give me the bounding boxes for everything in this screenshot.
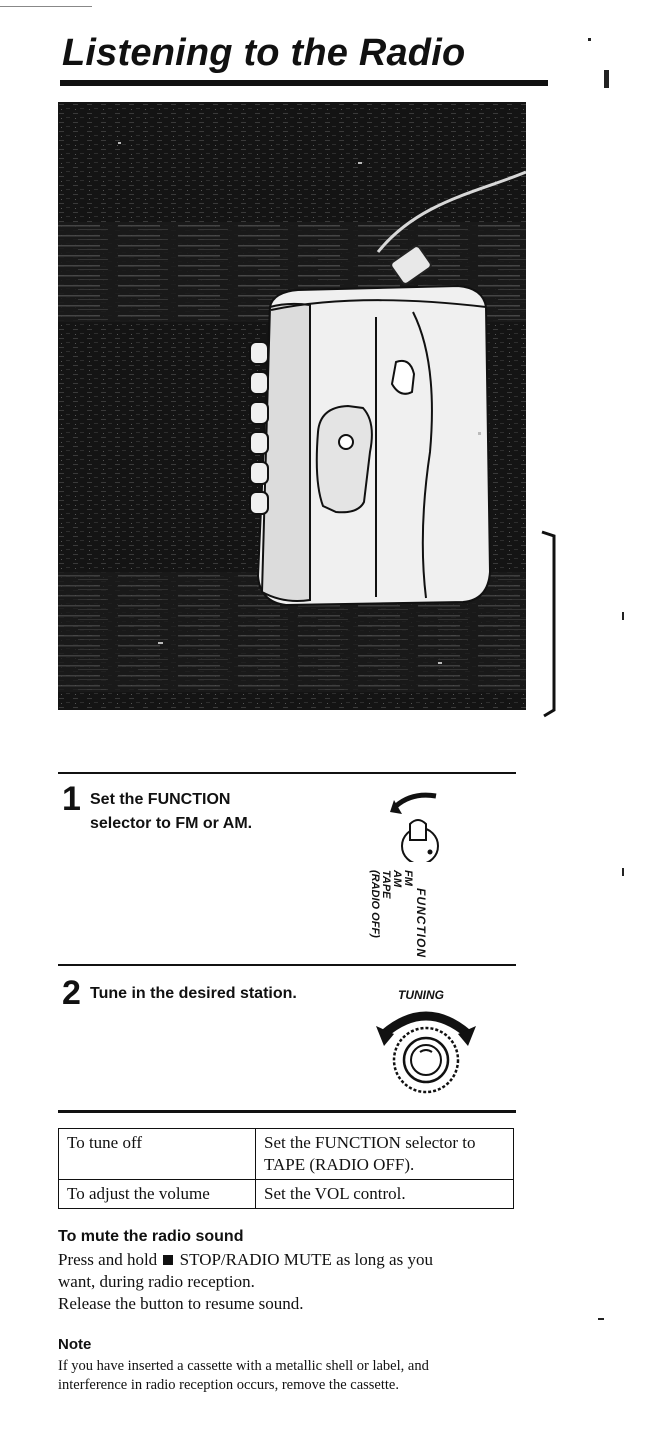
note-line-2: interference in radio reception occurs, … [58,1377,399,1393]
function-position-radio-off: (RADIO OFF) [369,870,381,938]
table-cell-action: To adjust the volume [58,1179,256,1209]
margin-speck [622,868,624,876]
margin-speck [588,38,591,41]
cassette-player-illustration [58,102,526,710]
mute-line-1-pre: Press and hold [58,1250,158,1269]
table-row: To tune off Set the FUNCTION selector to… [58,1128,514,1180]
table-cell-instruction: Set the VOL control. [255,1179,514,1209]
instruction-line-1: Set the FUNCTION selector to [264,1133,476,1152]
table-cell-action: To tune off [58,1128,256,1180]
margin-speck [598,1318,604,1320]
note-heading: Note [58,1336,92,1353]
stop-square-icon [163,1255,174,1265]
page-title: Listening to the Radio [62,32,466,74]
note-text: If you have inserted a cassette with a m… [58,1357,528,1395]
table-top-rule [58,1110,516,1113]
cassette-player-photo [58,102,526,710]
instruction-line-1: Set the VOL control. [264,1184,406,1203]
mute-heading: To mute the radio sound [58,1228,244,1245]
step-1-text-line-2: selector to FM or AM. [90,815,253,832]
title-underline [60,80,548,86]
step-1-text-line-1: Set the FUNCTION [90,791,231,808]
info-table: To tune off Set the FUNCTION selector to… [58,1128,514,1209]
function-dial-label: FUNCTION [414,888,428,958]
step-1-rule [58,772,516,774]
step-1-text: Set the FUNCTION selector to FM or AM. [90,788,252,836]
corner-rule [0,6,92,7]
step-1-number: 1 [62,780,81,818]
step-2-text: Tune in the desired station. [90,985,297,1002]
mute-line-3: Release the button to resume sound. [58,1294,304,1313]
step-2-number: 2 [62,974,81,1012]
margin-bracket [541,530,556,718]
note-line-1: If you have inserted a cassette with a m… [58,1358,429,1374]
mute-line-1: Press and hold STOP/RADIO MUTE as long a… [58,1249,528,1271]
mute-instructions: Press and hold STOP/RADIO MUTE as long a… [58,1249,528,1315]
mute-line-2: want, during radio reception. [58,1272,255,1291]
function-position-fm: FM [402,870,414,886]
function-dial-icon [390,792,439,862]
table-row: To adjust the volume Set the VOL control… [58,1179,514,1209]
mute-line-1-button: STOP/RADIO MUTE as long as you [179,1250,433,1269]
tuning-dial-icon [376,1011,476,1094]
instruction-line-2: TAPE (RADIO OFF). [264,1155,415,1174]
margin-speck [622,612,624,620]
function-position-tape: TAPE [380,870,392,899]
margin-speck [604,70,609,88]
step-2-rule [58,964,516,966]
tuning-dial-label: TUNING [398,988,444,1002]
table-cell-instruction: Set the FUNCTION selector to TAPE (RADIO… [255,1128,514,1180]
function-position-am: AM [391,870,403,888]
